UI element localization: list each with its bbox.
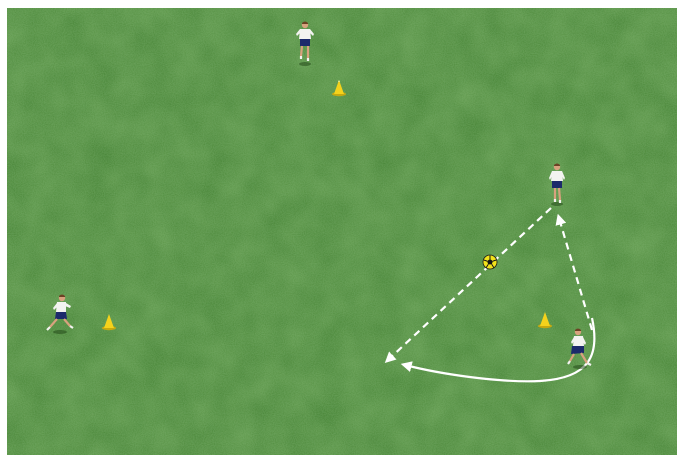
soccer-ball-icon bbox=[483, 255, 497, 269]
pitch bbox=[7, 8, 677, 455]
